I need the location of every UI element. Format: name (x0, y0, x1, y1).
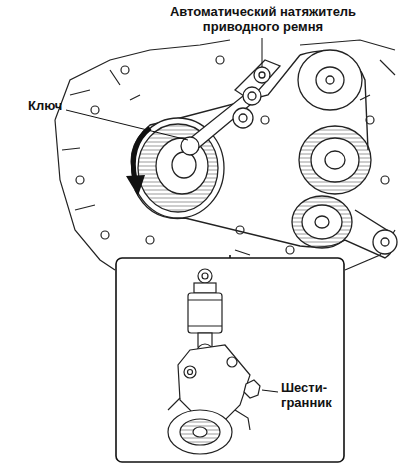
leader-line (262, 390, 278, 392)
rotation-arrow (126, 128, 150, 196)
drive-belt (131, 51, 393, 258)
inset-link (229, 255, 231, 258)
part-label: Ключ (28, 98, 88, 113)
inset-frame (116, 258, 344, 462)
engine-block (55, 40, 395, 270)
tensioner-and-wrench (181, 60, 280, 155)
tensioner-detail (168, 269, 260, 454)
part-label: Шести- гранник (281, 380, 341, 410)
accessory-pulleys (292, 50, 397, 254)
part-label: Автоматический натяжитель приводного рем… (158, 4, 368, 34)
leader-lines (66, 38, 262, 140)
